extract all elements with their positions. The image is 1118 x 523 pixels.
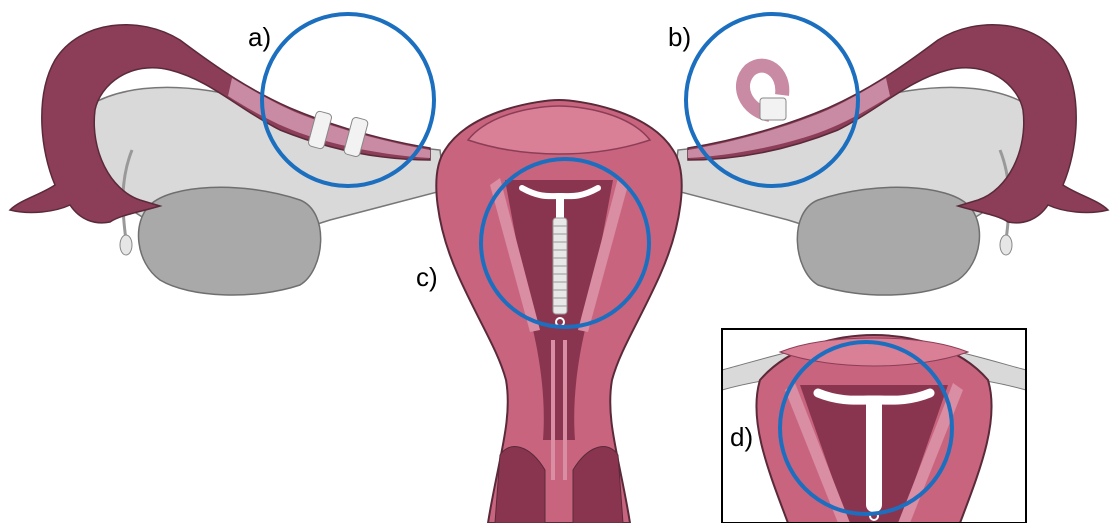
label-b: b): [668, 24, 691, 50]
label-d: d): [730, 424, 753, 450]
ovary-left: [139, 187, 321, 295]
label-a: a): [248, 24, 271, 50]
label-c: c): [416, 264, 438, 290]
tubal-ring-icon: [743, 66, 786, 120]
ovary-right: [797, 187, 979, 295]
